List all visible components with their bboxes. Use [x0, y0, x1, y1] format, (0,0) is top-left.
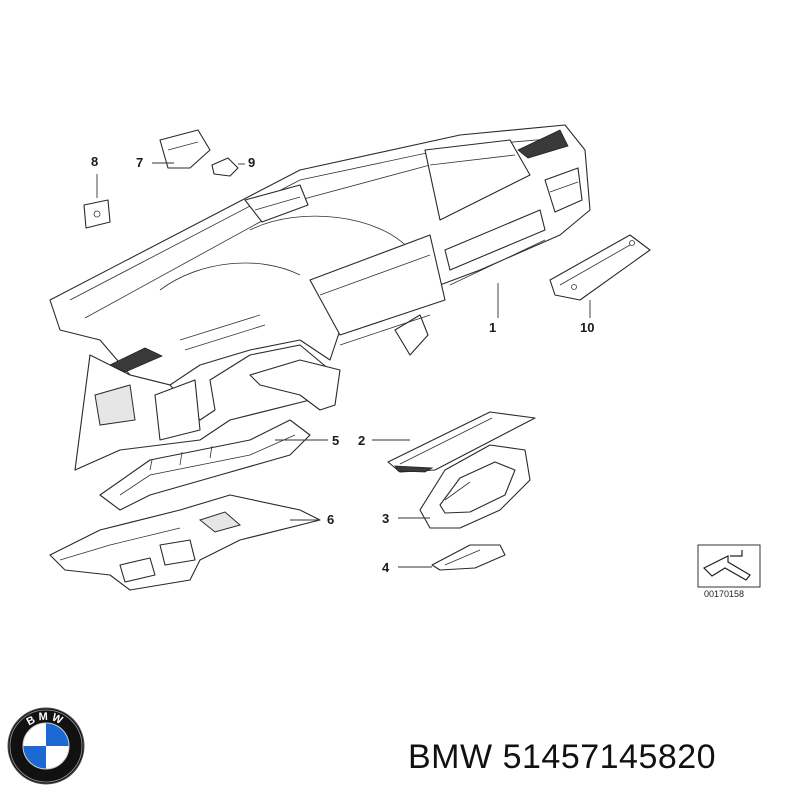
- dashboard-part-1: [49, 124, 591, 471]
- bracket-part-7: [159, 129, 211, 169]
- lower-trim-part-5: [99, 419, 311, 511]
- callout-7: 7: [136, 155, 143, 170]
- brand-name: BMW: [408, 738, 493, 776]
- callout-8: 8: [91, 154, 98, 169]
- bracket-part-4: [431, 544, 506, 571]
- clip-part-9: [211, 157, 239, 177]
- callout-10: 10: [580, 320, 594, 335]
- callout-6: 6: [327, 512, 334, 527]
- callout-2: 2: [358, 433, 365, 448]
- cluster-surround-part-3: [419, 444, 531, 529]
- arrow-icon: [730, 550, 743, 557]
- clip-part-8: [83, 199, 111, 229]
- callout-4: 4: [382, 560, 390, 575]
- part-number: 51457145820: [502, 738, 717, 776]
- reference-box: 00170158: [697, 544, 761, 599]
- trim-strip-part-2: [387, 411, 536, 473]
- panel-part-10: [549, 234, 651, 301]
- callout-numbers: 1 2 3 4 5 6 7 8 9 10: [91, 154, 594, 575]
- callout-5: 5: [332, 433, 339, 448]
- callout-1: 1: [489, 320, 496, 335]
- callout-9: 9: [248, 155, 255, 170]
- bmw-logo: BMW: [7, 707, 85, 785]
- logo-text: BMW: [25, 711, 68, 729]
- callout-3: 3: [382, 511, 389, 526]
- leader-lines: [96, 162, 591, 568]
- under-cover-part-6: [49, 494, 321, 591]
- reference-code: 00170158: [704, 589, 744, 599]
